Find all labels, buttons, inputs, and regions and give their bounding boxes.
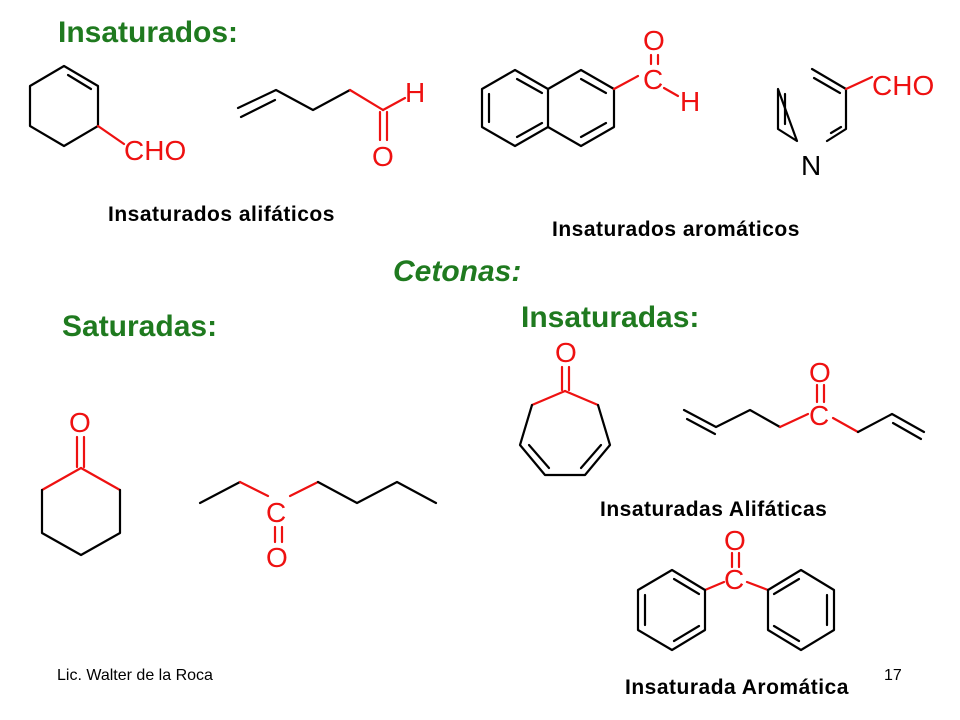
o-atom-label: O (372, 141, 394, 172)
cho-label: CHO (872, 70, 934, 101)
heading-insaturados: Insaturados: (58, 16, 238, 49)
cyclohexanone-molecule: O (40, 407, 122, 557)
c-atom-label: C (724, 564, 744, 595)
naphthaldehyde-molecule: O C H (480, 25, 700, 148)
c-atom-label: C (266, 497, 286, 528)
h-atom-label: H (680, 86, 700, 117)
benzophenone-molecule: O C (636, 525, 836, 652)
heading-insaturadas: Insaturadas: (521, 301, 699, 334)
caption-insaturados-alifaticos: Insaturados alifáticos (108, 203, 335, 226)
caption-insaturadas-alifaticas: Insaturadas Alifáticas (600, 498, 827, 521)
pentenal-molecule: H O (236, 77, 425, 172)
c-atom-label: C (809, 400, 829, 431)
o-atom-label: O (724, 525, 746, 556)
o-atom-label: O (809, 357, 831, 388)
page-number: 17 (884, 667, 902, 684)
c-atom-label: C (643, 64, 663, 95)
cho-label: CHO (124, 135, 186, 166)
heading-cetonas: Cetonas: (393, 255, 521, 288)
heading-saturadas: Saturadas: (62, 310, 217, 343)
n-atom-label: N (801, 150, 821, 181)
h-atom-label: H (405, 77, 425, 108)
nonadienone-molecule: C O (682, 357, 926, 441)
cycloheptadienone-molecule: O (518, 337, 612, 477)
o-atom-label: O (266, 542, 288, 573)
o-atom-label: O (643, 25, 665, 56)
o-atom-label: O (555, 337, 577, 368)
heptanone-molecule: C O (198, 480, 438, 573)
pyridine-carbaldehyde-molecule: CHO N (776, 67, 934, 181)
cyclohexene-carbaldehyde-molecule: CHO (28, 64, 186, 166)
caption-insaturada-aromatica: Insaturada Aromática (625, 676, 849, 699)
caption-insaturados-aromaticos: Insaturados aromáticos (552, 218, 800, 241)
footer-author: Lic. Walter de la Roca (57, 667, 213, 684)
o-atom-label: O (69, 407, 91, 438)
